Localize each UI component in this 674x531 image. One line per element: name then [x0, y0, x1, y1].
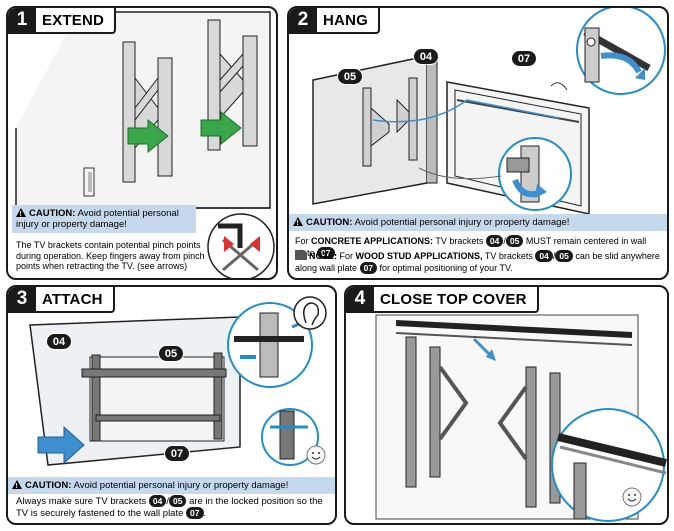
badge-07: 07 — [186, 507, 204, 519]
badge-04: 04 — [535, 250, 553, 262]
badge-04: 04 — [148, 495, 167, 507]
wood-stud-note: NOTE: For WOOD STUD APPLICATIONS, TV bra… — [295, 250, 660, 274]
step-title: HANG — [323, 11, 368, 29]
step-number: 2 — [289, 8, 317, 32]
step-number: 1 — [8, 8, 36, 32]
warning-icon — [12, 480, 22, 492]
step-number: 3 — [8, 287, 36, 311]
caution-box: CAUTION: Avoid potential personal injury… — [8, 477, 335, 494]
attach-instructions: Always make sure TV brackets 04/05 are i… — [16, 495, 323, 519]
step-3-header: 3 ATTACH — [8, 287, 115, 313]
step-2-illustration — [312, 8, 666, 215]
callout-07: 07 — [511, 50, 537, 67]
callout-04: 04 — [413, 48, 439, 65]
warning-icon — [16, 208, 26, 220]
note-icon — [295, 250, 307, 260]
step-title: ATTACH — [42, 290, 103, 308]
badge-07: 07 — [317, 247, 335, 259]
step-4-illustration — [375, 314, 667, 522]
badge-07: 07 — [359, 262, 378, 274]
step-title: EXTEND — [42, 11, 105, 29]
callout-04: 04 — [46, 333, 72, 350]
warning-icon — [293, 217, 303, 229]
step-2-header: 2 HANG — [289, 8, 380, 34]
pinch-point-instructions: The TV brackets contain potential pinch … — [16, 240, 205, 271]
badge-05: 05 — [555, 250, 573, 262]
step-1-illustration — [15, 11, 275, 278]
step-4-header: 4 CLOSE TOP COVER — [346, 287, 539, 313]
callout-05: 05 — [158, 345, 184, 362]
badge-04: 04 — [485, 235, 504, 247]
step-3-panel: 04 05 07 3 ATTACH CAUTION: Avoid potenti… — [6, 285, 337, 525]
callout-07: 07 — [164, 445, 190, 462]
callout-05: 05 — [337, 68, 363, 85]
step-4-panel: 4 CLOSE TOP COVER — [344, 285, 669, 525]
step-title: CLOSE TOP COVER — [380, 290, 527, 308]
step-1-panel: 1 EXTEND CAUTION: Avoid potential person… — [6, 6, 278, 280]
step-1-header: 1 EXTEND — [8, 8, 117, 34]
caution-box: CAUTION: Avoid potential personal injury… — [289, 214, 667, 231]
caution-box: CAUTION: Avoid potential personal injury… — [12, 205, 196, 233]
step-2-panel: 05 04 07 2 HANG CAUTION: Avoid potential… — [287, 6, 669, 280]
badge-05: 05 — [168, 495, 187, 507]
step-number: 4 — [346, 287, 374, 311]
badge-05: 05 — [505, 235, 524, 247]
step-3-illustration — [29, 296, 327, 466]
